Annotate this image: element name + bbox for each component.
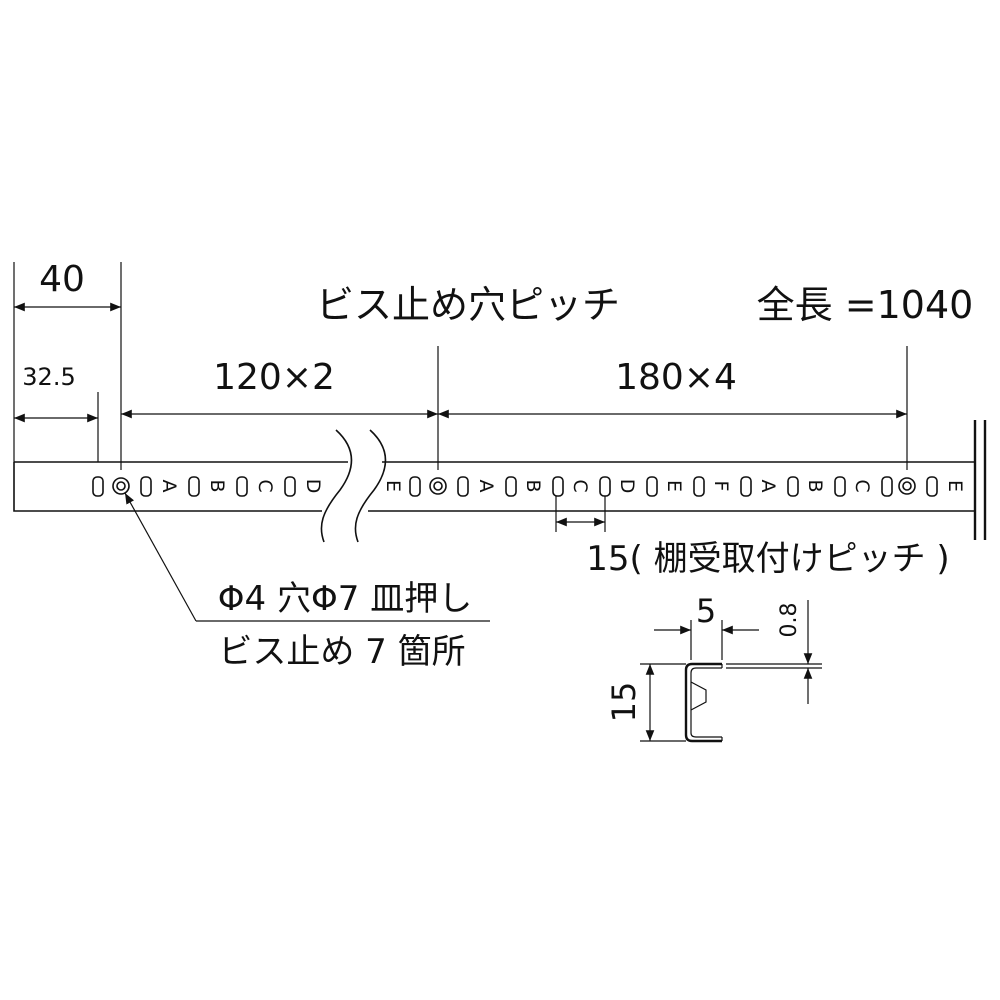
section-height-label: 15 bbox=[605, 682, 643, 723]
dim-label-180x4: 180×4 bbox=[615, 357, 737, 398]
cross-section-profile bbox=[684, 662, 723, 743]
rail-slots bbox=[92, 476, 938, 497]
rail-letter-C-3: C bbox=[851, 479, 873, 492]
rail-letter-D-1: D bbox=[302, 479, 324, 494]
screw-hole-1 bbox=[112, 477, 130, 495]
rail-letter-B-3: B bbox=[804, 479, 826, 492]
dim-label-32-5: 32.5 bbox=[22, 363, 75, 391]
rail-body bbox=[13, 420, 987, 543]
rail-letter-A-1: A bbox=[158, 480, 180, 493]
hole-note-leader bbox=[124, 492, 197, 622]
dim-label-120x2: 120×2 bbox=[213, 357, 335, 398]
hole-note-line2: ビス止め 7 箇所 bbox=[218, 632, 465, 672]
screw-hole-2 bbox=[429, 477, 447, 495]
rail-letter-E-3: E bbox=[944, 480, 966, 492]
shelf-pitch-label: 15( 棚受取付けピッチ ) bbox=[586, 539, 949, 579]
rail-letter-A-2: A bbox=[475, 480, 497, 493]
section-thickness-label: 0.8 bbox=[777, 603, 802, 638]
screw-pitch-title: ビス止め穴ピッチ bbox=[316, 283, 620, 327]
rail-letter-E-2: E bbox=[663, 480, 685, 492]
rail-letter-D-2: D bbox=[616, 479, 638, 494]
screw-hole-3 bbox=[898, 477, 916, 495]
rail-letter-F: F bbox=[710, 481, 732, 492]
rail-letter-C-1: C bbox=[254, 479, 276, 492]
rail-letter-A-3: A bbox=[757, 480, 779, 493]
rail-letter-C-2: C bbox=[569, 479, 591, 492]
rail-letter-B-1: B bbox=[206, 479, 228, 492]
total-length-label: 全長 =1040 bbox=[757, 283, 974, 327]
dim-label-40: 40 bbox=[39, 259, 85, 300]
rail-letter-E-1: E bbox=[382, 480, 404, 492]
section-width-label: 5 bbox=[696, 592, 716, 630]
hole-note-line1: Φ4 穴Φ7 皿押し bbox=[218, 579, 472, 619]
rail-letter-B-2: B bbox=[522, 479, 544, 492]
